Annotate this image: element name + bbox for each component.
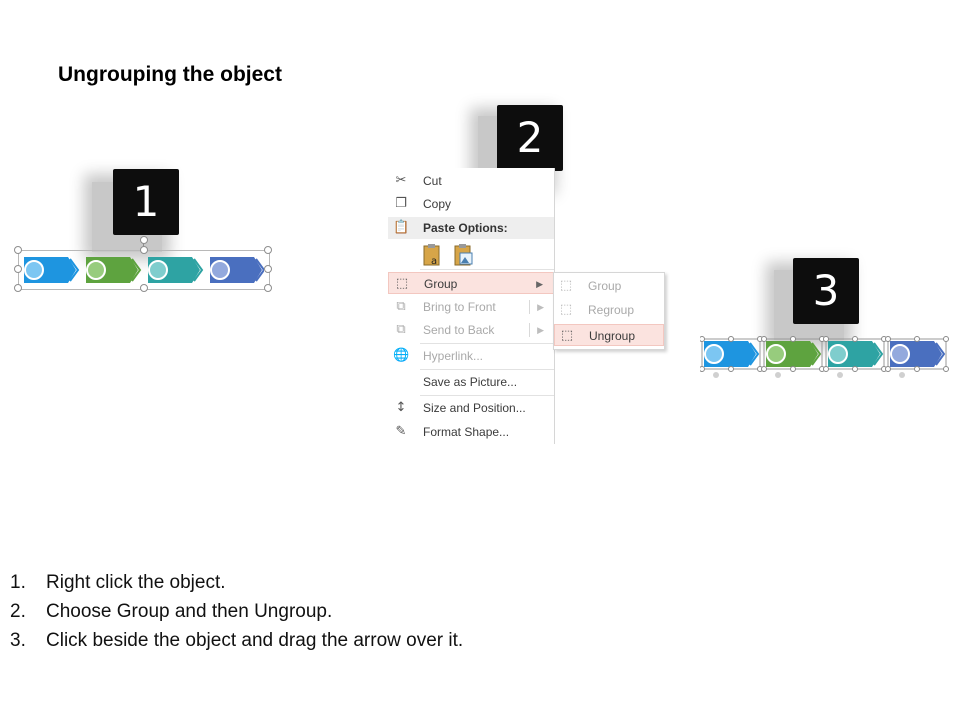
slide-title: Ungrouping the object [58, 63, 282, 86]
rotate-handle[interactable] [140, 236, 148, 244]
menu-item-cut[interactable]: ✂ Cut [388, 170, 554, 192]
menu-item-save-as-picture[interactable]: Save as Picture... [423, 375, 518, 389]
menu-item-send-to-back[interactable]: ⧉ Send to Back ▶ [388, 319, 554, 341]
hyperlink-icon: 🌐 [393, 348, 410, 363]
resize-handle[interactable] [14, 284, 22, 292]
svg-text:a: a [431, 256, 437, 267]
arrow-shape-indigo [885, 336, 949, 378]
submenu-item-group[interactable]: ⬚ Group [559, 278, 622, 293]
format-shape-icon: ✎ [395, 424, 407, 439]
resize-handle[interactable] [14, 265, 22, 273]
resize-handle[interactable] [264, 284, 272, 292]
ungroup-icon: ⬚ [560, 328, 574, 343]
resize-handle[interactable] [140, 246, 148, 254]
submenu-item-regroup[interactable]: ⬚ Regroup [559, 302, 635, 317]
group-icon: ⬚ [395, 276, 409, 291]
menu-separator [420, 269, 554, 270]
split-divider [529, 323, 530, 337]
scissors-icon: ✂ [395, 173, 407, 188]
submenu-arrow-icon: ▶ [537, 302, 544, 312]
menu-header-paste-options: 📋 Paste Options: [388, 217, 554, 239]
paste-picture-icon[interactable] [452, 242, 474, 268]
menu-separator [420, 369, 554, 370]
menu-item-group[interactable]: ⬚ Group ▶ [388, 272, 554, 294]
send-to-back-icon: ⧉ [396, 322, 406, 337]
step-badge-2: 2 [497, 105, 563, 171]
resize-handle[interactable] [264, 265, 272, 273]
group-icon: ⬚ [559, 278, 573, 293]
submenu-arrow-icon: ▶ [537, 325, 544, 335]
ungrouped-arrows[interactable] [699, 336, 954, 378]
menu-item-hyperlink[interactable]: 🌐 Hyperlink... [393, 348, 484, 363]
arrow-shape-teal [823, 336, 887, 378]
arrow-row-ungrouped [699, 336, 949, 378]
menu-separator [420, 395, 554, 396]
menu-item-format-shape[interactable]: ✎ Format Shape... [388, 421, 554, 443]
arrow-shape-teal [148, 257, 204, 283]
arrow-shape-blue [24, 257, 80, 283]
arrow-shape-indigo [210, 257, 264, 283]
step-badge-1: 1 [113, 169, 179, 235]
instruction-step: 3.Click beside the object and drag the a… [10, 630, 464, 651]
menu-item-bring-to-front[interactable]: ⧉ Bring to Front ▶ [388, 296, 554, 318]
resize-handle[interactable] [140, 284, 148, 292]
split-divider [529, 300, 530, 314]
size-position-icon: ↕ [395, 400, 407, 415]
submenu-item-ungroup[interactable]: ⬚ Ungroup [554, 324, 664, 346]
regroup-icon: ⬚ [559, 302, 573, 317]
instruction-step: 2.Choose Group and then Ungroup. [10, 601, 333, 622]
menu-item-copy[interactable]: ❐ Copy [388, 193, 554, 215]
grouped-arrows[interactable] [14, 236, 272, 292]
menu-separator [420, 343, 554, 344]
bring-to-front-icon: ⧉ [396, 299, 406, 314]
rotate-handle-line [143, 240, 144, 250]
copy-icon: ❐ [395, 196, 407, 211]
resize-handle[interactable] [264, 246, 272, 254]
arrow-shape-green [86, 257, 142, 283]
submenu-arrow-icon: ▶ [536, 279, 543, 289]
instruction-list: 1.Right click the object. 2.Choose Group… [10, 568, 463, 655]
menu-item-size-and-position[interactable]: ↕ Size and Position... [388, 397, 554, 419]
group-submenu: ⬚ Group ⬚ Regroup ⬚ Ungroup [553, 272, 665, 350]
arrow-shape-blue [699, 336, 763, 378]
paste-keep-text-icon[interactable]: a [421, 242, 443, 268]
instruction-step: 1.Right click the object. [10, 572, 226, 593]
context-menu: ✂ Cut ❐ Copy 📋 Paste Options: a ⬚ Group … [388, 168, 555, 444]
clipboard-icon: 📋 [393, 220, 410, 235]
arrow-row [24, 257, 264, 283]
resize-handle[interactable] [14, 246, 22, 254]
arrow-shape-green [761, 336, 825, 378]
step-badge-3: 3 [793, 258, 859, 324]
